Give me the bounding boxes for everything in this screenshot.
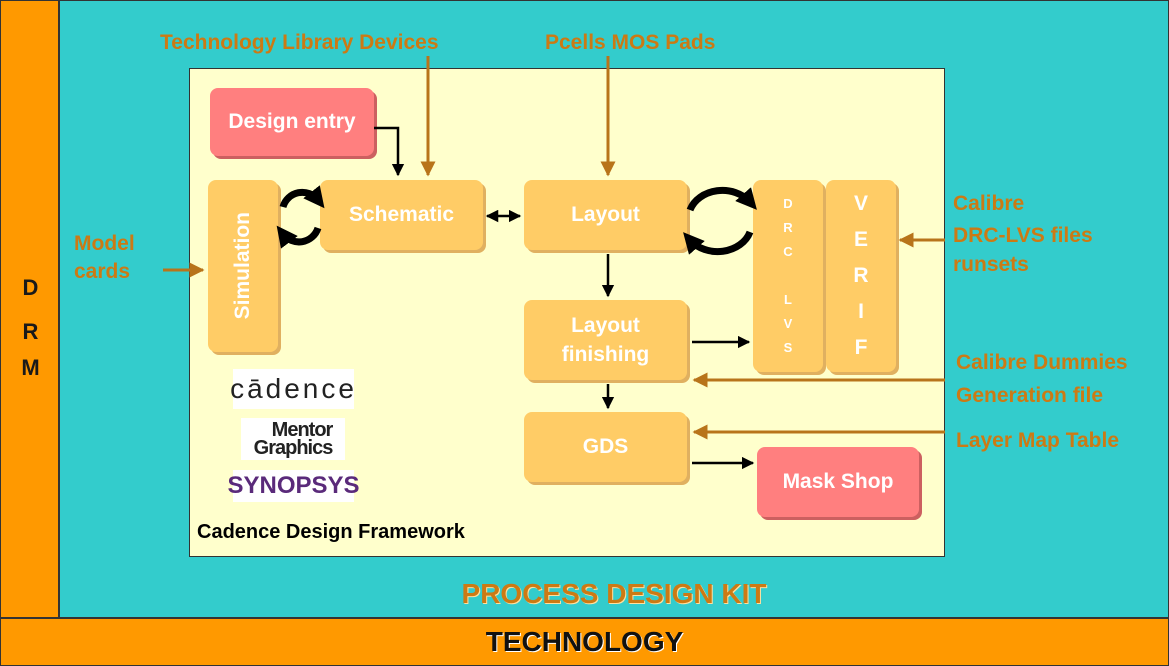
verif-letter: F <box>854 336 868 359</box>
mentor-graphics-logo: Mentor Graphics <box>241 418 345 460</box>
mask-shop-box: Mask Shop <box>757 447 919 517</box>
label-model-cards: Model cards <box>74 230 154 287</box>
layout-finishing-box: Layout finishing <box>524 300 687 380</box>
mentor-logo-line1: Mentor <box>271 419 334 441</box>
mentor-logo-line2: Graphics <box>253 437 334 459</box>
layout-box: Layout <box>524 180 687 250</box>
verif-letter: V <box>853 192 868 215</box>
label-pcells: Pcells MOS Pads <box>545 31 716 54</box>
label-technology-library: Technology Library Devices <box>160 31 439 54</box>
synopsys-logo-text: SYNOPSYS <box>227 472 360 499</box>
drc-lvs-box: D R C L V S <box>753 180 823 372</box>
drm-band: D R M <box>0 0 59 618</box>
cycle-arrow-simulation-schematic-top <box>279 185 325 209</box>
lvs-letter: S <box>783 340 793 355</box>
verif-letter: I <box>858 300 864 323</box>
drc-letter: C <box>783 244 793 259</box>
cycle-arrow-layout-drc-top <box>686 186 757 212</box>
label-model-cards-line1: Model <box>74 232 135 255</box>
arrow-design-entry-to-schematic <box>374 126 405 177</box>
layout-finishing-line1: Layout <box>571 313 640 337</box>
cadence-logo-text: cādence <box>230 373 357 404</box>
drm-letter: M <box>21 355 40 380</box>
design-entry-box: Design entry <box>210 88 374 156</box>
label-calibre-dummies: Calibre Dummies Generation file <box>956 347 1128 412</box>
gds-box: GDS <box>524 412 687 482</box>
cycle-arrow-simulation-schematic-bottom <box>276 225 322 249</box>
label-calibre-dummies-line2: Generation file <box>956 383 1104 407</box>
lvs-letter: V <box>783 316 793 331</box>
schematic-box: Schematic <box>320 180 483 250</box>
drc-letter: R <box>783 220 793 235</box>
drc-letter: D <box>783 196 793 211</box>
framework-label: Cadence Design Framework <box>197 521 465 543</box>
label-calibre-dummies-line1: Calibre Dummies <box>956 351 1128 374</box>
label-calibre-drc-lvs: Calibre DRC-LVS files runsets <box>953 190 1093 279</box>
synopsys-logo: SYNOPSYS <box>227 470 360 502</box>
lvs-letter: L <box>784 292 792 307</box>
layout-finishing-line2: finishing <box>561 343 650 366</box>
label-layer-map-table: Layer Map Table <box>956 429 1119 452</box>
verif-letter: E <box>853 228 868 251</box>
pdk-title: PROCESS DESIGN KIT <box>461 578 767 609</box>
verif-letter: R <box>853 264 869 287</box>
drm-letter: R <box>22 319 39 344</box>
label-model-cards-line2: cards <box>74 260 131 284</box>
verif-box: V E R I F <box>826 180 896 372</box>
label-drc-lvs-files: DRC-LVS files <box>953 224 1093 248</box>
simulation-box: Simulation <box>208 180 278 352</box>
cadence-logo: cādence <box>230 369 357 409</box>
cycle-arrow-layout-drc-bottom <box>683 230 754 256</box>
drm-letter: D <box>22 275 39 300</box>
label-runsets: runsets <box>953 252 1029 276</box>
label-calibre: Calibre <box>953 192 1025 215</box>
